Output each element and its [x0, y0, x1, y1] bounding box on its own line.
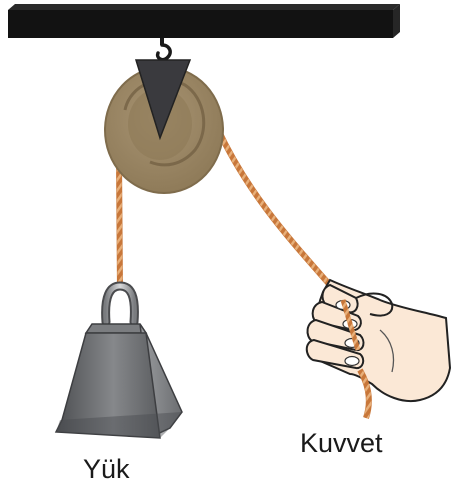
force-label: Kuvvet: [300, 428, 383, 458]
weight-icon: [54, 281, 183, 439]
rope-force-side: [213, 123, 346, 302]
hook-icon: [155, 38, 172, 62]
load-label: Yük: [83, 454, 130, 484]
hand-icon: [305, 278, 452, 402]
pulley-wheel: [104, 66, 224, 194]
pulley-bracket: [134, 59, 192, 141]
ceiling-beam: [8, 4, 400, 38]
